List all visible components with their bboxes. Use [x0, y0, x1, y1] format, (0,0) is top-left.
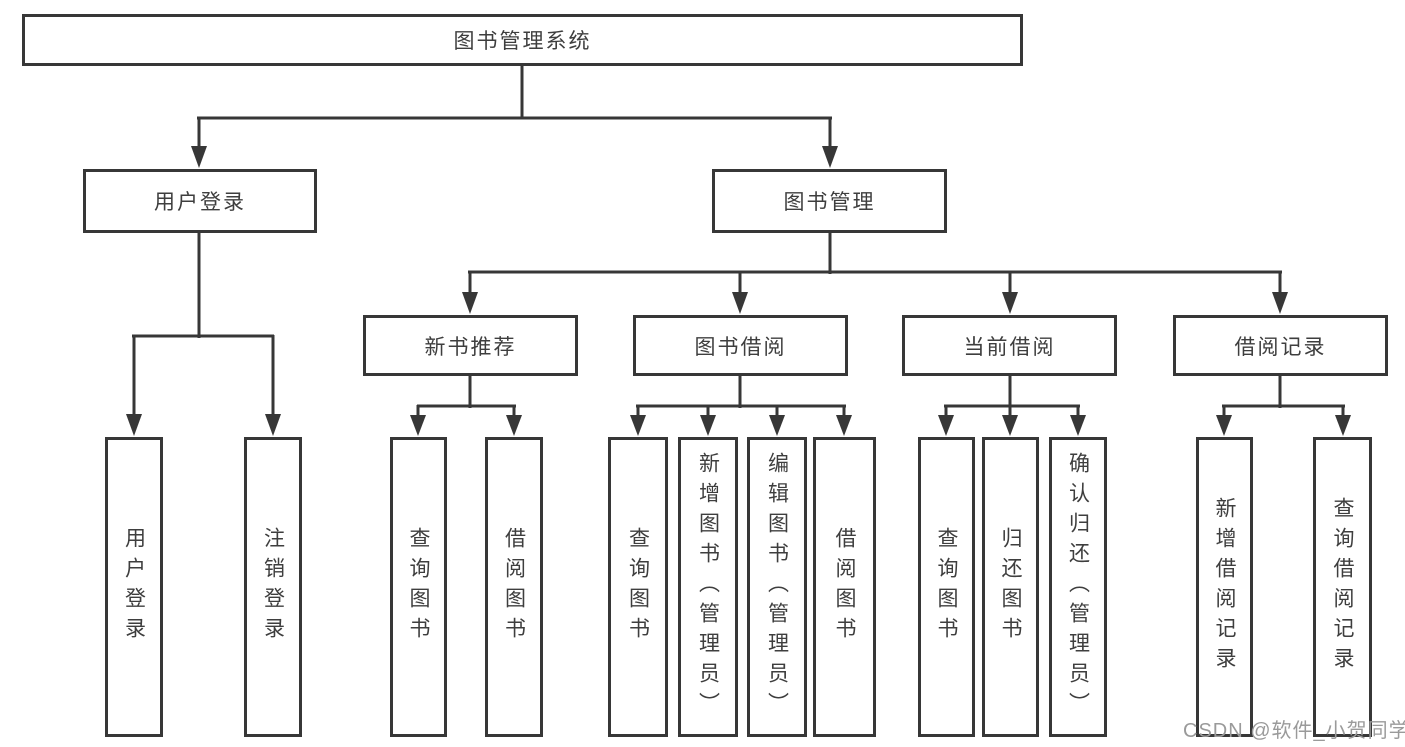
leaf-label: 借阅图书: [502, 527, 526, 647]
node-label: 图书管理: [783, 191, 876, 214]
node-current-borrowing: 当前借阅: [902, 315, 1117, 376]
leaf-return-books: 归还图书: [982, 437, 1039, 737]
node-label: 借阅记录: [1234, 335, 1327, 359]
leaf-logout: 注销登录: [244, 437, 302, 737]
node-label: 用户登录: [154, 191, 246, 214]
node-book-management: 图书管理: [712, 169, 947, 233]
node-book-borrowing: 图书借阅: [633, 315, 848, 376]
leaf-label: 用户登录: [122, 527, 146, 647]
node-label: 图书管理系统: [453, 30, 592, 53]
watermark-text: CSDN @软件_小贺同学: [1183, 720, 1405, 742]
leaf-query-borrow-record: 查询借阅记录: [1313, 437, 1372, 737]
leaf-label: 查询图书: [935, 527, 958, 647]
leaf-confirm-return-admin: 确认归还（管理员）: [1049, 437, 1107, 737]
node-new-book-recommend: 新书推荐: [363, 315, 578, 376]
leaf-label: 查询图书: [407, 527, 430, 647]
leaf-add-borrow-record: 新增借阅记录: [1196, 437, 1253, 737]
leaf-label: 注销登录: [261, 527, 285, 647]
leaf-label: 归还图书: [999, 527, 1022, 647]
leaf-label: 确认归还（管理员）: [1066, 452, 1090, 722]
node-library-management-system: 图书管理系统: [22, 14, 1023, 66]
leaf-query-books: 查询图书: [608, 437, 668, 737]
leaf-add-book-admin: 新增图书（管理员）: [678, 437, 738, 737]
leaf-label: 查询图书: [626, 527, 650, 647]
node-user-login: 用户登录: [83, 169, 317, 233]
node-borrowing-records: 借阅记录: [1173, 315, 1388, 376]
leaf-edit-book-admin: 编辑图书（管理员）: [747, 437, 807, 737]
leaf-label: 借阅图书: [833, 527, 856, 647]
leaf-borrow-books: 借阅图书: [813, 437, 876, 737]
leaf-borrow-books: 借阅图书: [485, 437, 543, 737]
leaf-user-login: 用户登录: [105, 437, 163, 737]
leaf-label: 新增借阅记录: [1213, 497, 1236, 677]
node-label: 图书借阅: [694, 335, 787, 359]
node-label: 新书推荐: [424, 335, 517, 359]
leaf-label: 查询借阅记录: [1331, 497, 1354, 677]
leaf-query-books: 查询图书: [390, 437, 447, 737]
leaf-label: 编辑图书（管理员）: [765, 452, 789, 722]
leaf-label: 新增图书（管理员）: [696, 452, 720, 722]
leaf-query-books: 查询图书: [918, 437, 975, 737]
node-label: 当前借阅: [963, 335, 1056, 359]
